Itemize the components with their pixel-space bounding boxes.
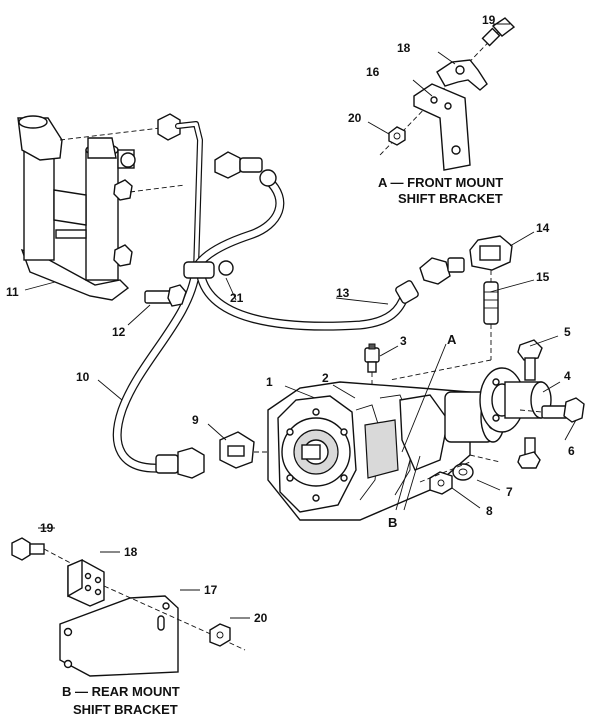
flange-4 xyxy=(479,367,552,433)
hose-10 xyxy=(112,265,201,473)
bracket-17 xyxy=(59,585,246,677)
bolt-19-top xyxy=(481,17,516,47)
callout-18-bottom: 18 xyxy=(124,545,138,559)
nut-8 xyxy=(429,471,453,495)
tube-15 xyxy=(389,270,499,381)
callout-18-top: 18 xyxy=(397,41,411,55)
callout-5: 5 xyxy=(564,325,571,339)
callout-21: 21 xyxy=(230,291,244,305)
valve-body-assembly xyxy=(17,115,186,301)
bolt-6 xyxy=(519,397,585,423)
callout-14: 14 xyxy=(536,221,550,235)
bolt-12 xyxy=(144,284,187,307)
callout-1: 1 xyxy=(266,375,273,389)
callout-16: 16 xyxy=(366,65,380,79)
callout-4: 4 xyxy=(564,369,571,383)
fitting-9 xyxy=(219,431,280,469)
washer-7 xyxy=(452,463,474,481)
callout-11: 11 xyxy=(6,285,19,299)
hose-13 xyxy=(195,265,410,331)
callout-3: 3 xyxy=(400,334,407,348)
front-mount-inset: 19 18 16 20 A — FRONT MOUNT SHIFT BRACKE… xyxy=(348,13,516,206)
callout-10: 10 xyxy=(76,370,90,384)
callout-6: 6 xyxy=(568,444,575,458)
hose-fitting-right-end xyxy=(395,257,465,304)
nut-20-top xyxy=(388,126,406,146)
bolt-lower xyxy=(517,437,541,469)
clamp-21 xyxy=(183,260,234,279)
label-a: A xyxy=(447,332,457,347)
bracket-16 xyxy=(413,83,471,171)
callout-labels: 11 12 21 13 14 15 3 2 1 5 4 6 7 8 9 10 A… xyxy=(6,221,575,530)
callout-17: 17 xyxy=(204,583,218,597)
callout-19-top: 19 xyxy=(482,13,496,27)
rear-mount-caption-line1: B — REAR MOUNT xyxy=(62,684,180,699)
bracket-18-bottom xyxy=(67,558,105,607)
fitting-14 xyxy=(469,235,513,271)
hose-fitting-upper xyxy=(214,151,277,187)
transfer-case xyxy=(267,381,506,521)
callout-7: 7 xyxy=(506,485,513,499)
leader-lines xyxy=(24,231,577,511)
tube-fitting-top xyxy=(157,113,181,141)
rear-mount-caption-line2: SHIFT BRACKET xyxy=(73,702,178,717)
callout-20-top: 20 xyxy=(348,111,362,125)
callout-15: 15 xyxy=(536,270,550,284)
callout-2: 2 xyxy=(322,371,329,385)
label-b: B xyxy=(388,515,397,530)
hose-upper xyxy=(193,175,285,270)
callout-8: 8 xyxy=(486,504,493,518)
callout-20-bottom: 20 xyxy=(254,611,268,625)
callout-9: 9 xyxy=(192,413,199,427)
nut-20-bottom xyxy=(209,623,231,647)
callout-19-bottom: 19 xyxy=(40,521,54,535)
bolt-5 xyxy=(517,339,543,381)
rigid-tube xyxy=(175,121,203,273)
bracket-18-top xyxy=(436,59,488,91)
bolt-19-bottom xyxy=(11,537,81,569)
callout-12: 12 xyxy=(112,325,126,339)
front-mount-caption-line2: SHIFT BRACKET xyxy=(398,191,503,206)
hose-fitting-left-end xyxy=(155,447,205,479)
front-mount-caption-line1: A — FRONT MOUNT xyxy=(378,175,503,190)
callout-13: 13 xyxy=(336,286,350,300)
rear-mount-inset: 19 18 17 20 B — REAR MOUNT SHIFT BRACKET xyxy=(11,521,268,717)
